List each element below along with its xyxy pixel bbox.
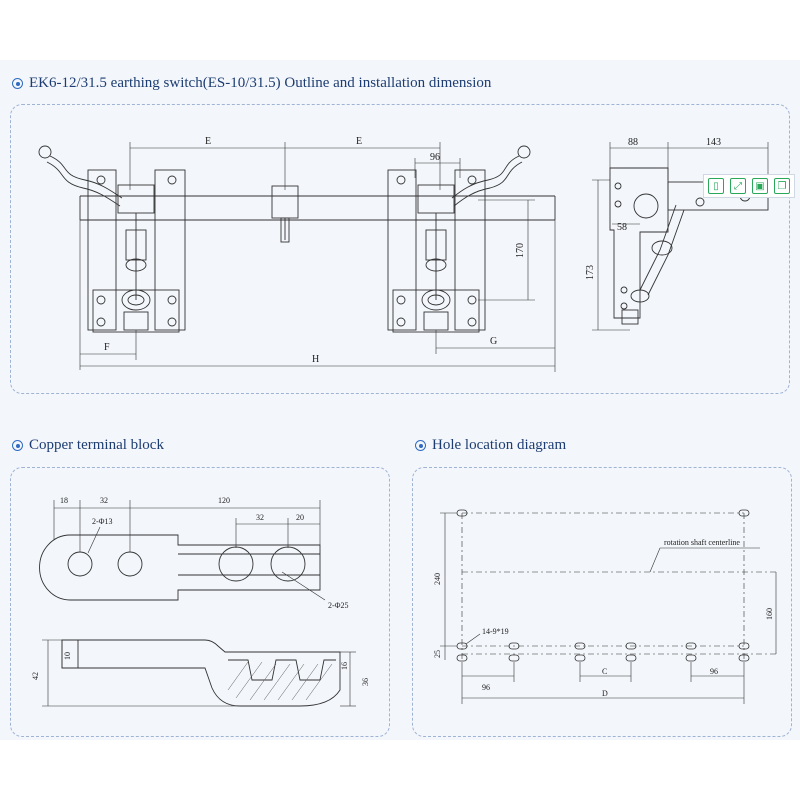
dim-h: H — [312, 354, 319, 365]
outline-heading: EK6-12/31.5 earthing switch(ES-10/31.5) … — [12, 75, 491, 92]
hole-panel — [412, 467, 792, 737]
dim-160: 160 — [765, 608, 774, 620]
dim-16: 16 — [340, 662, 349, 670]
dim-58: 58 — [617, 222, 627, 233]
dim-32a: 32 — [100, 496, 108, 505]
dim-120: 120 — [218, 496, 230, 505]
dim-f: F — [104, 342, 110, 353]
image-toolbar: ▯ ⤢ ▣ ❐ — [703, 174, 795, 198]
save-icon[interactable]: ▣ — [752, 178, 768, 194]
holes-label: 14-9*19 — [482, 627, 509, 636]
dim-e-right: E — [356, 136, 362, 147]
expand-icon[interactable]: ⤢ — [730, 178, 746, 194]
dim-e-left: E — [205, 136, 211, 147]
dim-20: 20 — [296, 513, 304, 522]
dim-18: 18 — [60, 496, 68, 505]
dim-96b: 96 — [710, 667, 718, 676]
copper-heading-text: Copper terminal block — [29, 437, 164, 453]
bullet-ring-icon — [12, 78, 23, 89]
bullet-ring-icon — [415, 440, 426, 451]
dim-25: 25 — [433, 650, 442, 658]
dim-32b: 32 — [256, 513, 264, 522]
hole-heading-text: Hole location diagram — [432, 437, 567, 453]
dim-phi13: 2-Φ13 — [92, 517, 113, 526]
hole-heading: Hole location diagram — [415, 437, 566, 454]
dim-42: 42 — [31, 672, 40, 680]
copper-panel — [10, 467, 390, 737]
hole-centerline-label: rotation shaft centerline — [664, 538, 740, 547]
dim-c: C — [602, 667, 607, 676]
bookmark-icon[interactable]: ▯ — [708, 178, 724, 194]
dim-170: 170 — [515, 243, 526, 258]
bullet-ring-icon — [12, 440, 23, 451]
copper-heading: Copper terminal block — [12, 437, 164, 454]
dim-240: 240 — [433, 573, 442, 585]
dim-36: 36 — [361, 678, 370, 686]
dim-d: D — [602, 689, 608, 698]
dim-phi25: 2-Φ25 — [328, 601, 349, 610]
outline-heading-text: EK6-12/31.5 earthing switch(ES-10/31.5) … — [29, 75, 492, 91]
dim-g: G — [490, 336, 497, 347]
dim-143: 143 — [706, 137, 721, 148]
dim-96a: 96 — [482, 683, 490, 692]
dim-88: 88 — [628, 137, 638, 148]
dim-96: 96 — [430, 152, 440, 163]
dim-10: 10 — [63, 652, 72, 660]
copy-icon[interactable]: ❐ — [774, 178, 790, 194]
dim-173: 173 — [585, 265, 596, 280]
